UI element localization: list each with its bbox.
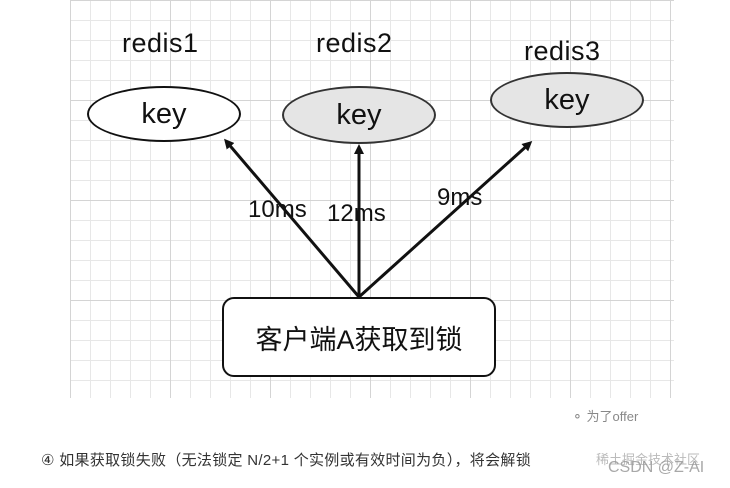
redis2-key-label: key [336, 98, 382, 131]
client-node: 客户端A获取到锁 [222, 297, 496, 377]
redis1-key-label: key [141, 97, 187, 130]
redis3-title: redis3 [524, 36, 601, 66]
latency-redis1: 10ms [248, 196, 307, 223]
redis3-key-node: key [490, 72, 644, 128]
csdn-watermark: CSDN @Z-AI [608, 459, 705, 476]
client-label: 客户端A获取到锁 [255, 324, 463, 355]
offer-watermark: ⚬ 为了offer [572, 406, 638, 425]
arrow-to-redis3 [357, 140, 533, 299]
redis2-title: redis2 [316, 28, 393, 58]
redis1-title: redis1 [122, 28, 199, 58]
grid-background [70, 0, 674, 398]
redis3-key-label: key [544, 83, 590, 116]
latency-redis3: 9ms [437, 184, 483, 211]
caption-text: ④ 如果获取锁失败（无法锁定 N/2+1 个实例或有效时间为负），将会解锁 [41, 452, 531, 469]
redis1-key-node: key [87, 86, 241, 142]
juejin-watermark: 稀土掘金技术社区 [596, 452, 701, 467]
offer-watermark-text: 为了offer [586, 409, 639, 424]
latency-redis2: 12ms [327, 200, 386, 227]
redis2-key-node: key [282, 86, 436, 144]
wechat-icon: ⚬ [572, 409, 583, 424]
arrow-to-redis1 [224, 138, 361, 298]
